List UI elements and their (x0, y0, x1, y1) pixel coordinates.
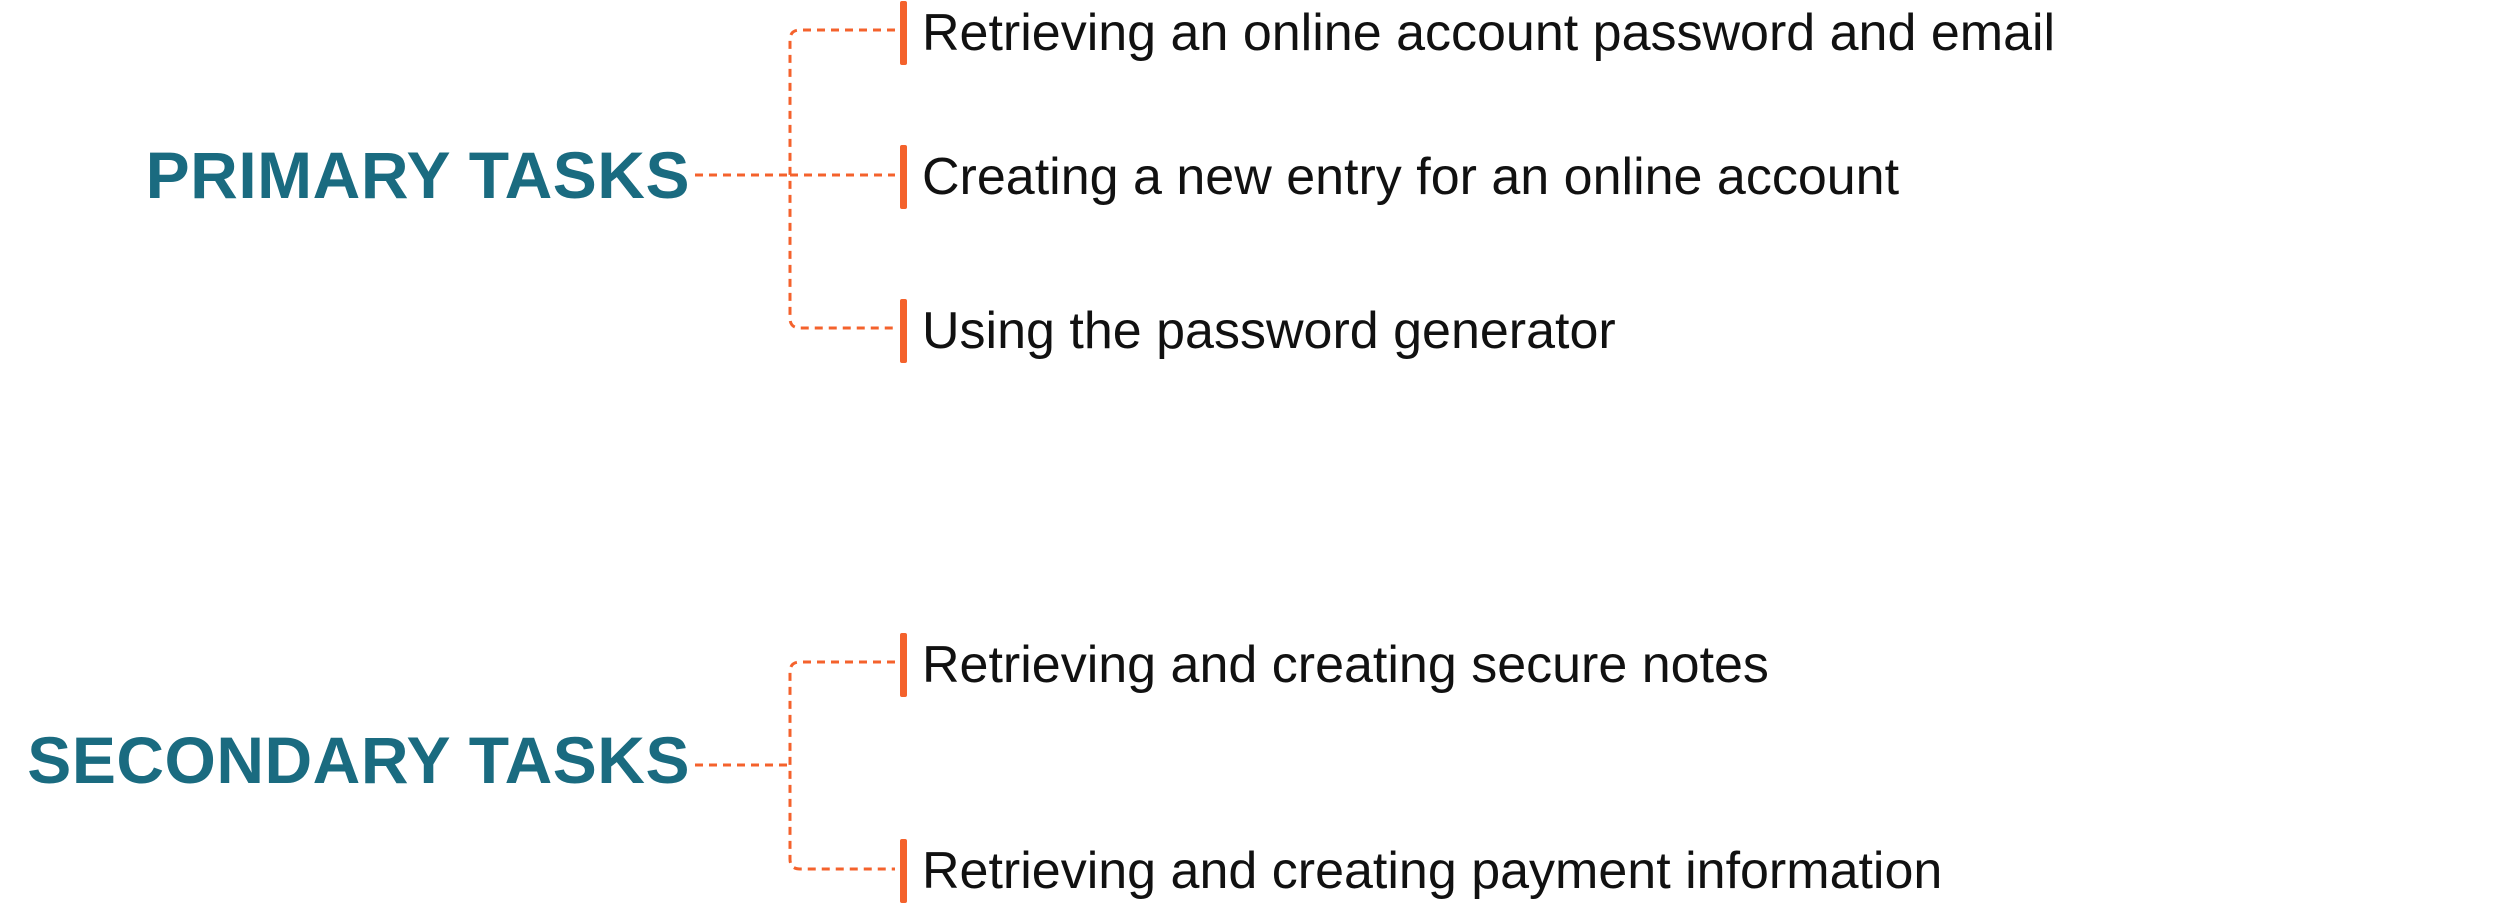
primary-tasks-heading: PRIMARY TASKS (145, 138, 690, 212)
primary-branch-line (788, 28, 895, 330)
primary-connector (695, 28, 895, 330)
task-label: Using the password generator (922, 302, 1616, 360)
task-label: Retrieving an online account password an… (922, 4, 2056, 62)
secondary-connector (695, 660, 895, 871)
accent-bar (900, 839, 907, 903)
secondary-branch-line (788, 660, 895, 871)
accent-bar (900, 633, 907, 697)
task-label: Creating a new entry for an online accou… (922, 148, 1900, 206)
accent-bar (900, 1, 907, 65)
secondary-task-item: Retrieving and creating payment informat… (900, 838, 1942, 904)
secondary-task-item: Retrieving and creating secure notes (900, 632, 1769, 698)
primary-task-item: Retrieving an online account password an… (900, 0, 2055, 66)
primary-task-item: Creating a new entry for an online accou… (900, 144, 1899, 210)
task-label: Retrieving and creating secure notes (922, 636, 1769, 694)
primary-task-item: Using the password generator (900, 298, 1616, 364)
task-label: Retrieving and creating payment informat… (922, 842, 1943, 900)
accent-bar (900, 145, 907, 209)
secondary-tasks-heading: SECONDARY TASKS (27, 723, 690, 797)
accent-bar (900, 299, 907, 363)
